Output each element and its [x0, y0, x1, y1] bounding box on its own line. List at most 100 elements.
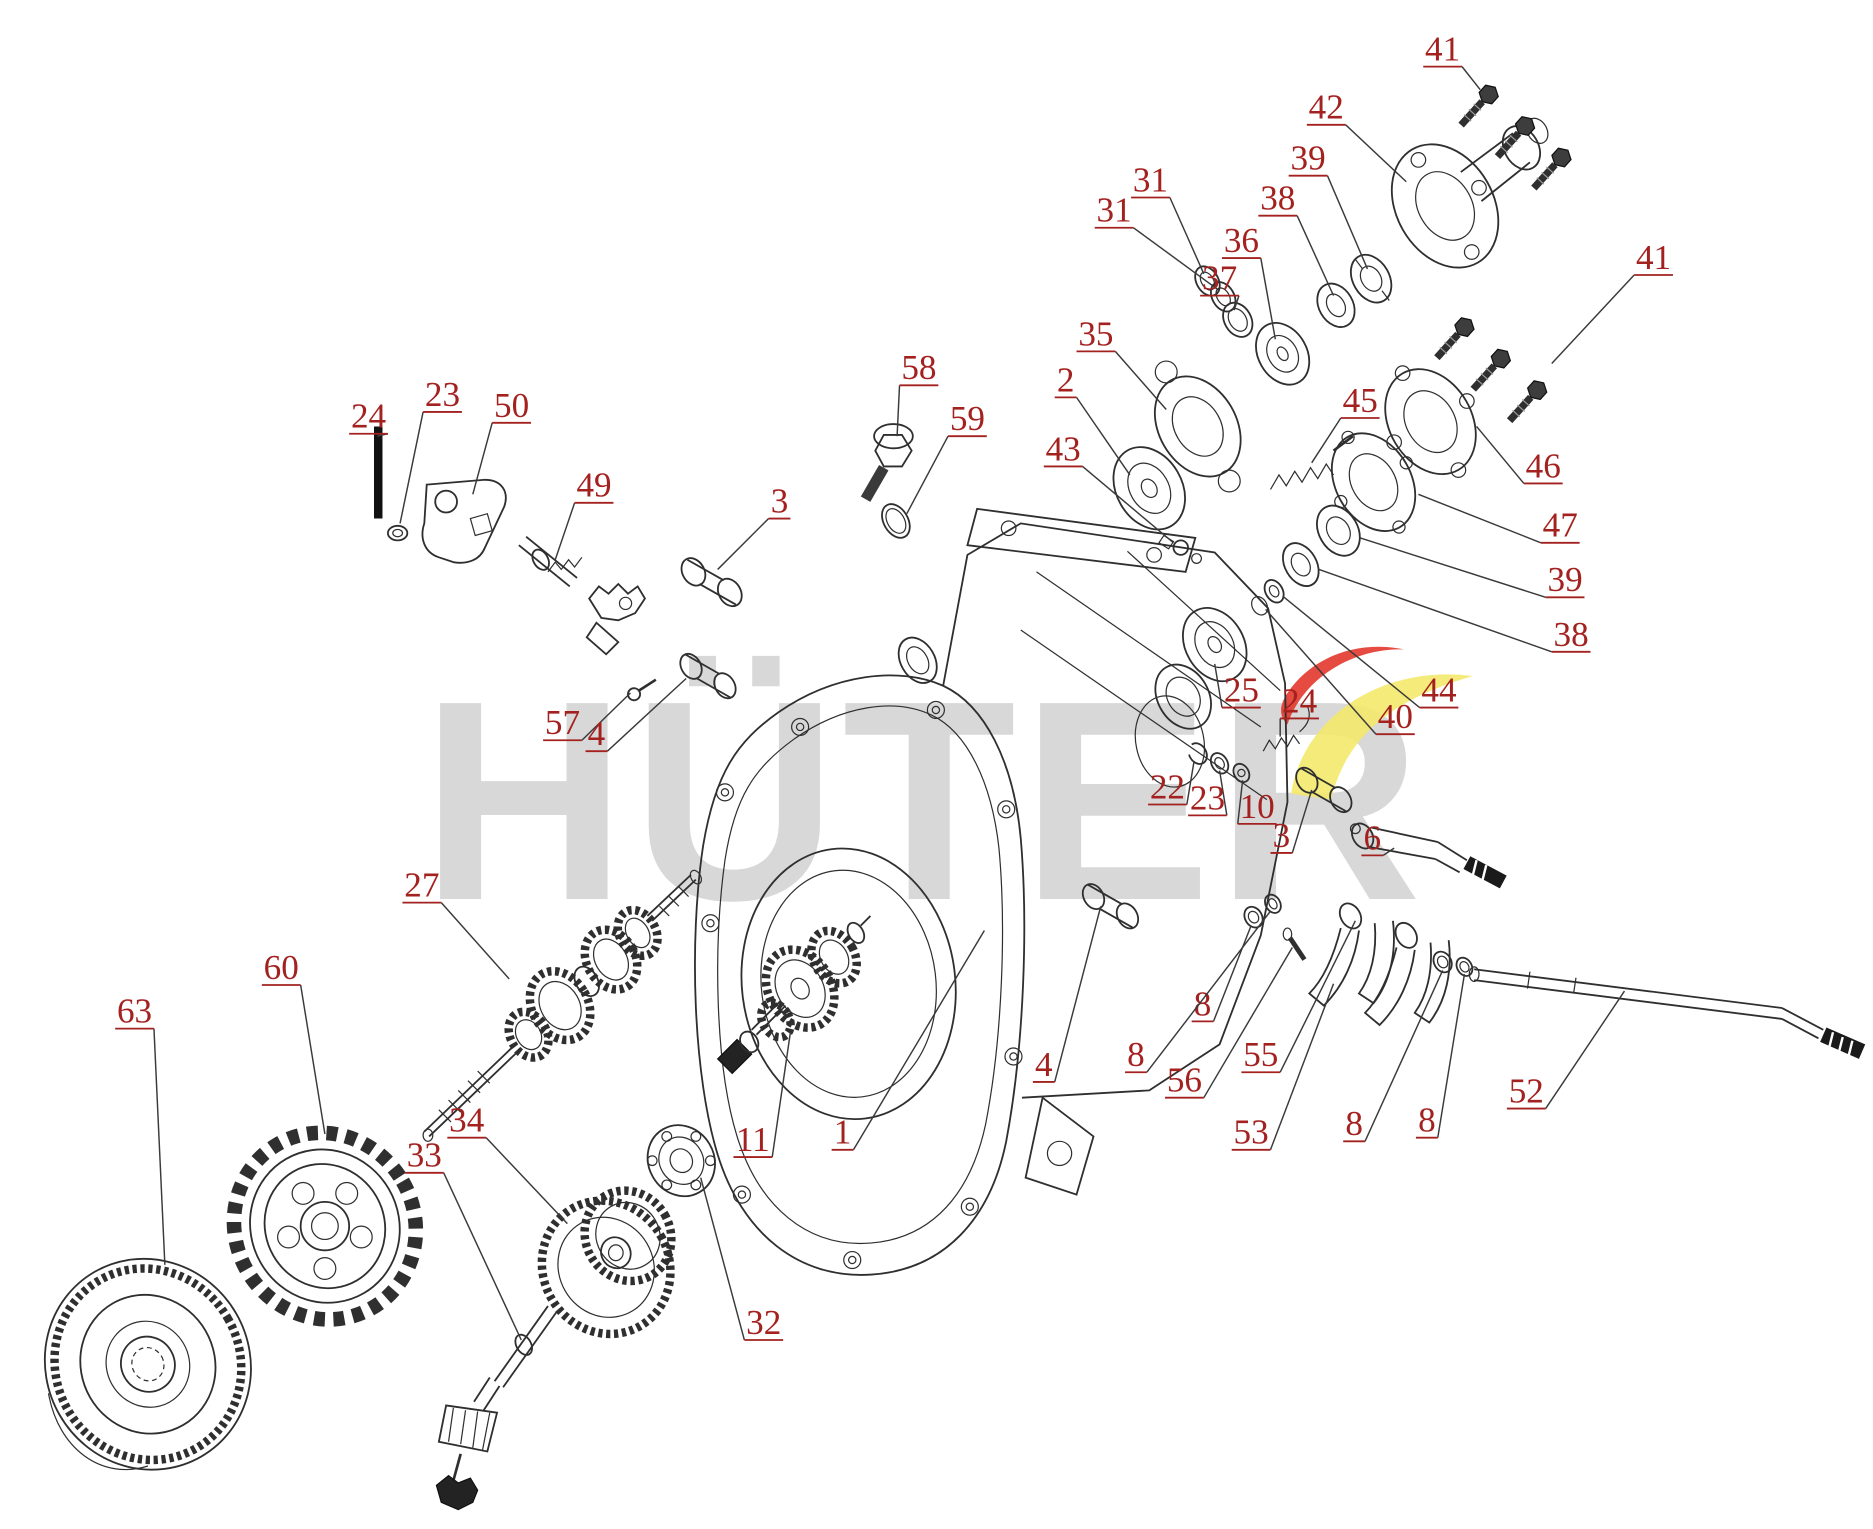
housing-rib — [1127, 550, 1281, 692]
callout-39: 39 — [1548, 560, 1583, 599]
leader-line-3 — [717, 518, 770, 570]
gear — [580, 925, 642, 994]
gear-inner — [514, 1019, 543, 1051]
callout-45: 45 — [1343, 381, 1378, 420]
leader-line-4 — [1053, 906, 1102, 1083]
bearing-25-bore — [1207, 636, 1223, 654]
washer-10 — [1232, 762, 1251, 784]
shaft-tip — [422, 1128, 434, 1142]
housing-rib — [1036, 571, 1262, 728]
cover-42 — [1390, 143, 1500, 269]
spring-24 — [1262, 734, 1301, 752]
bushings-left — [627, 557, 743, 702]
leader-line-63 — [153, 1028, 166, 1265]
ball — [690, 1130, 702, 1142]
spline-tick — [678, 886, 690, 897]
filler-cap-inner — [905, 646, 930, 675]
housing-gasket-line — [717, 705, 1004, 1245]
callout-8: 8 — [1345, 1104, 1363, 1143]
leader-line-8 — [1146, 910, 1272, 1073]
spindle-49-line — [525, 536, 578, 579]
leader-line-46 — [1476, 426, 1525, 484]
spline-tick — [659, 905, 670, 917]
plug-58-hex — [874, 434, 913, 468]
fork-hub — [1338, 902, 1363, 930]
filler-cap — [897, 636, 938, 684]
lock-nut-39 — [1349, 253, 1393, 304]
shaft-tip — [689, 869, 703, 885]
gasket-hole — [1341, 430, 1355, 445]
fork-hub — [1394, 921, 1418, 949]
callout-46: 46 — [1526, 446, 1561, 485]
lock-nut-39-inner — [1359, 265, 1383, 292]
drum-face — [79, 1293, 217, 1435]
callout-56: 56 — [1167, 1061, 1202, 1100]
callout-2: 2 — [1057, 360, 1075, 399]
callout-37: 37 — [1202, 259, 1237, 298]
ring-8 — [1264, 893, 1282, 914]
grip-rib — [1837, 1036, 1844, 1052]
callout-53: 53 — [1234, 1113, 1269, 1152]
callout-31: 31 — [1133, 160, 1168, 199]
shift-arm-6 — [1349, 822, 1507, 889]
spindle-collar — [531, 548, 550, 571]
leader-line-8 — [1437, 973, 1466, 1138]
gear-large-inner — [557, 1216, 655, 1318]
drum-ring — [105, 1320, 191, 1408]
callout-58: 58 — [901, 348, 936, 387]
ring-37 — [1222, 301, 1254, 338]
plate-hole — [313, 1257, 337, 1281]
callout-1: 1 — [834, 1113, 852, 1152]
tab-washer-38 — [1316, 282, 1356, 328]
grip-rib — [1847, 1040, 1854, 1056]
drum-hub-spline — [131, 1346, 165, 1382]
leader-line-2 — [1075, 396, 1131, 476]
callout-4: 4 — [1035, 1045, 1053, 1084]
spline-tick — [467, 1080, 481, 1094]
bevel-tooth — [481, 1412, 491, 1451]
spindle-pawl — [585, 621, 620, 656]
ring-8-inner — [1459, 961, 1470, 973]
nut-notch — [1381, 290, 1390, 301]
bushing-4 — [679, 652, 737, 700]
lock-nut-39 — [1316, 504, 1361, 557]
bearing-2-bore — [1140, 478, 1158, 499]
plate-hole — [277, 1225, 301, 1249]
bearing-2 — [1112, 446, 1186, 531]
leader-line-50 — [472, 422, 493, 495]
flange-35-ear — [1154, 360, 1178, 384]
leader-line-60 — [299, 984, 326, 1135]
bushing-4 — [1081, 883, 1140, 930]
lever-50-slot — [469, 512, 493, 537]
ring-37-inner — [1227, 307, 1248, 332]
callout-59: 59 — [950, 399, 985, 438]
bushing-3 — [680, 557, 743, 608]
top-bearing-chain — [1112, 253, 1393, 564]
spring-45 — [1269, 462, 1335, 490]
plug-58-thread — [860, 464, 889, 502]
screw-57 — [627, 687, 642, 702]
callout-40: 40 — [1378, 697, 1413, 736]
stud-45 — [1332, 435, 1354, 452]
joint-collar — [739, 1030, 760, 1054]
part-43-ball — [1191, 553, 1202, 564]
callout-4: 4 — [588, 714, 606, 753]
leader-line-41 — [1461, 66, 1481, 91]
lever-50 — [421, 478, 507, 564]
gear-hub — [600, 1236, 632, 1270]
lock-nut-39-inner — [1325, 516, 1351, 545]
bevel-gear — [437, 1404, 499, 1453]
gear — [756, 998, 795, 1042]
washer-44 — [1263, 579, 1285, 604]
arm-clevis-hole — [1349, 823, 1361, 835]
callout-41: 41 — [1425, 30, 1460, 69]
shaft-step — [1572, 977, 1577, 994]
housing-opening-inner — [760, 869, 937, 1098]
callout-63: 63 — [117, 992, 152, 1031]
washer-23 — [387, 524, 409, 542]
gear — [761, 945, 839, 1032]
arm-line — [1370, 826, 1438, 843]
bevel-tooth — [447, 1407, 454, 1442]
leader-line-34 — [485, 1137, 568, 1225]
arm-elbow — [1434, 858, 1461, 874]
